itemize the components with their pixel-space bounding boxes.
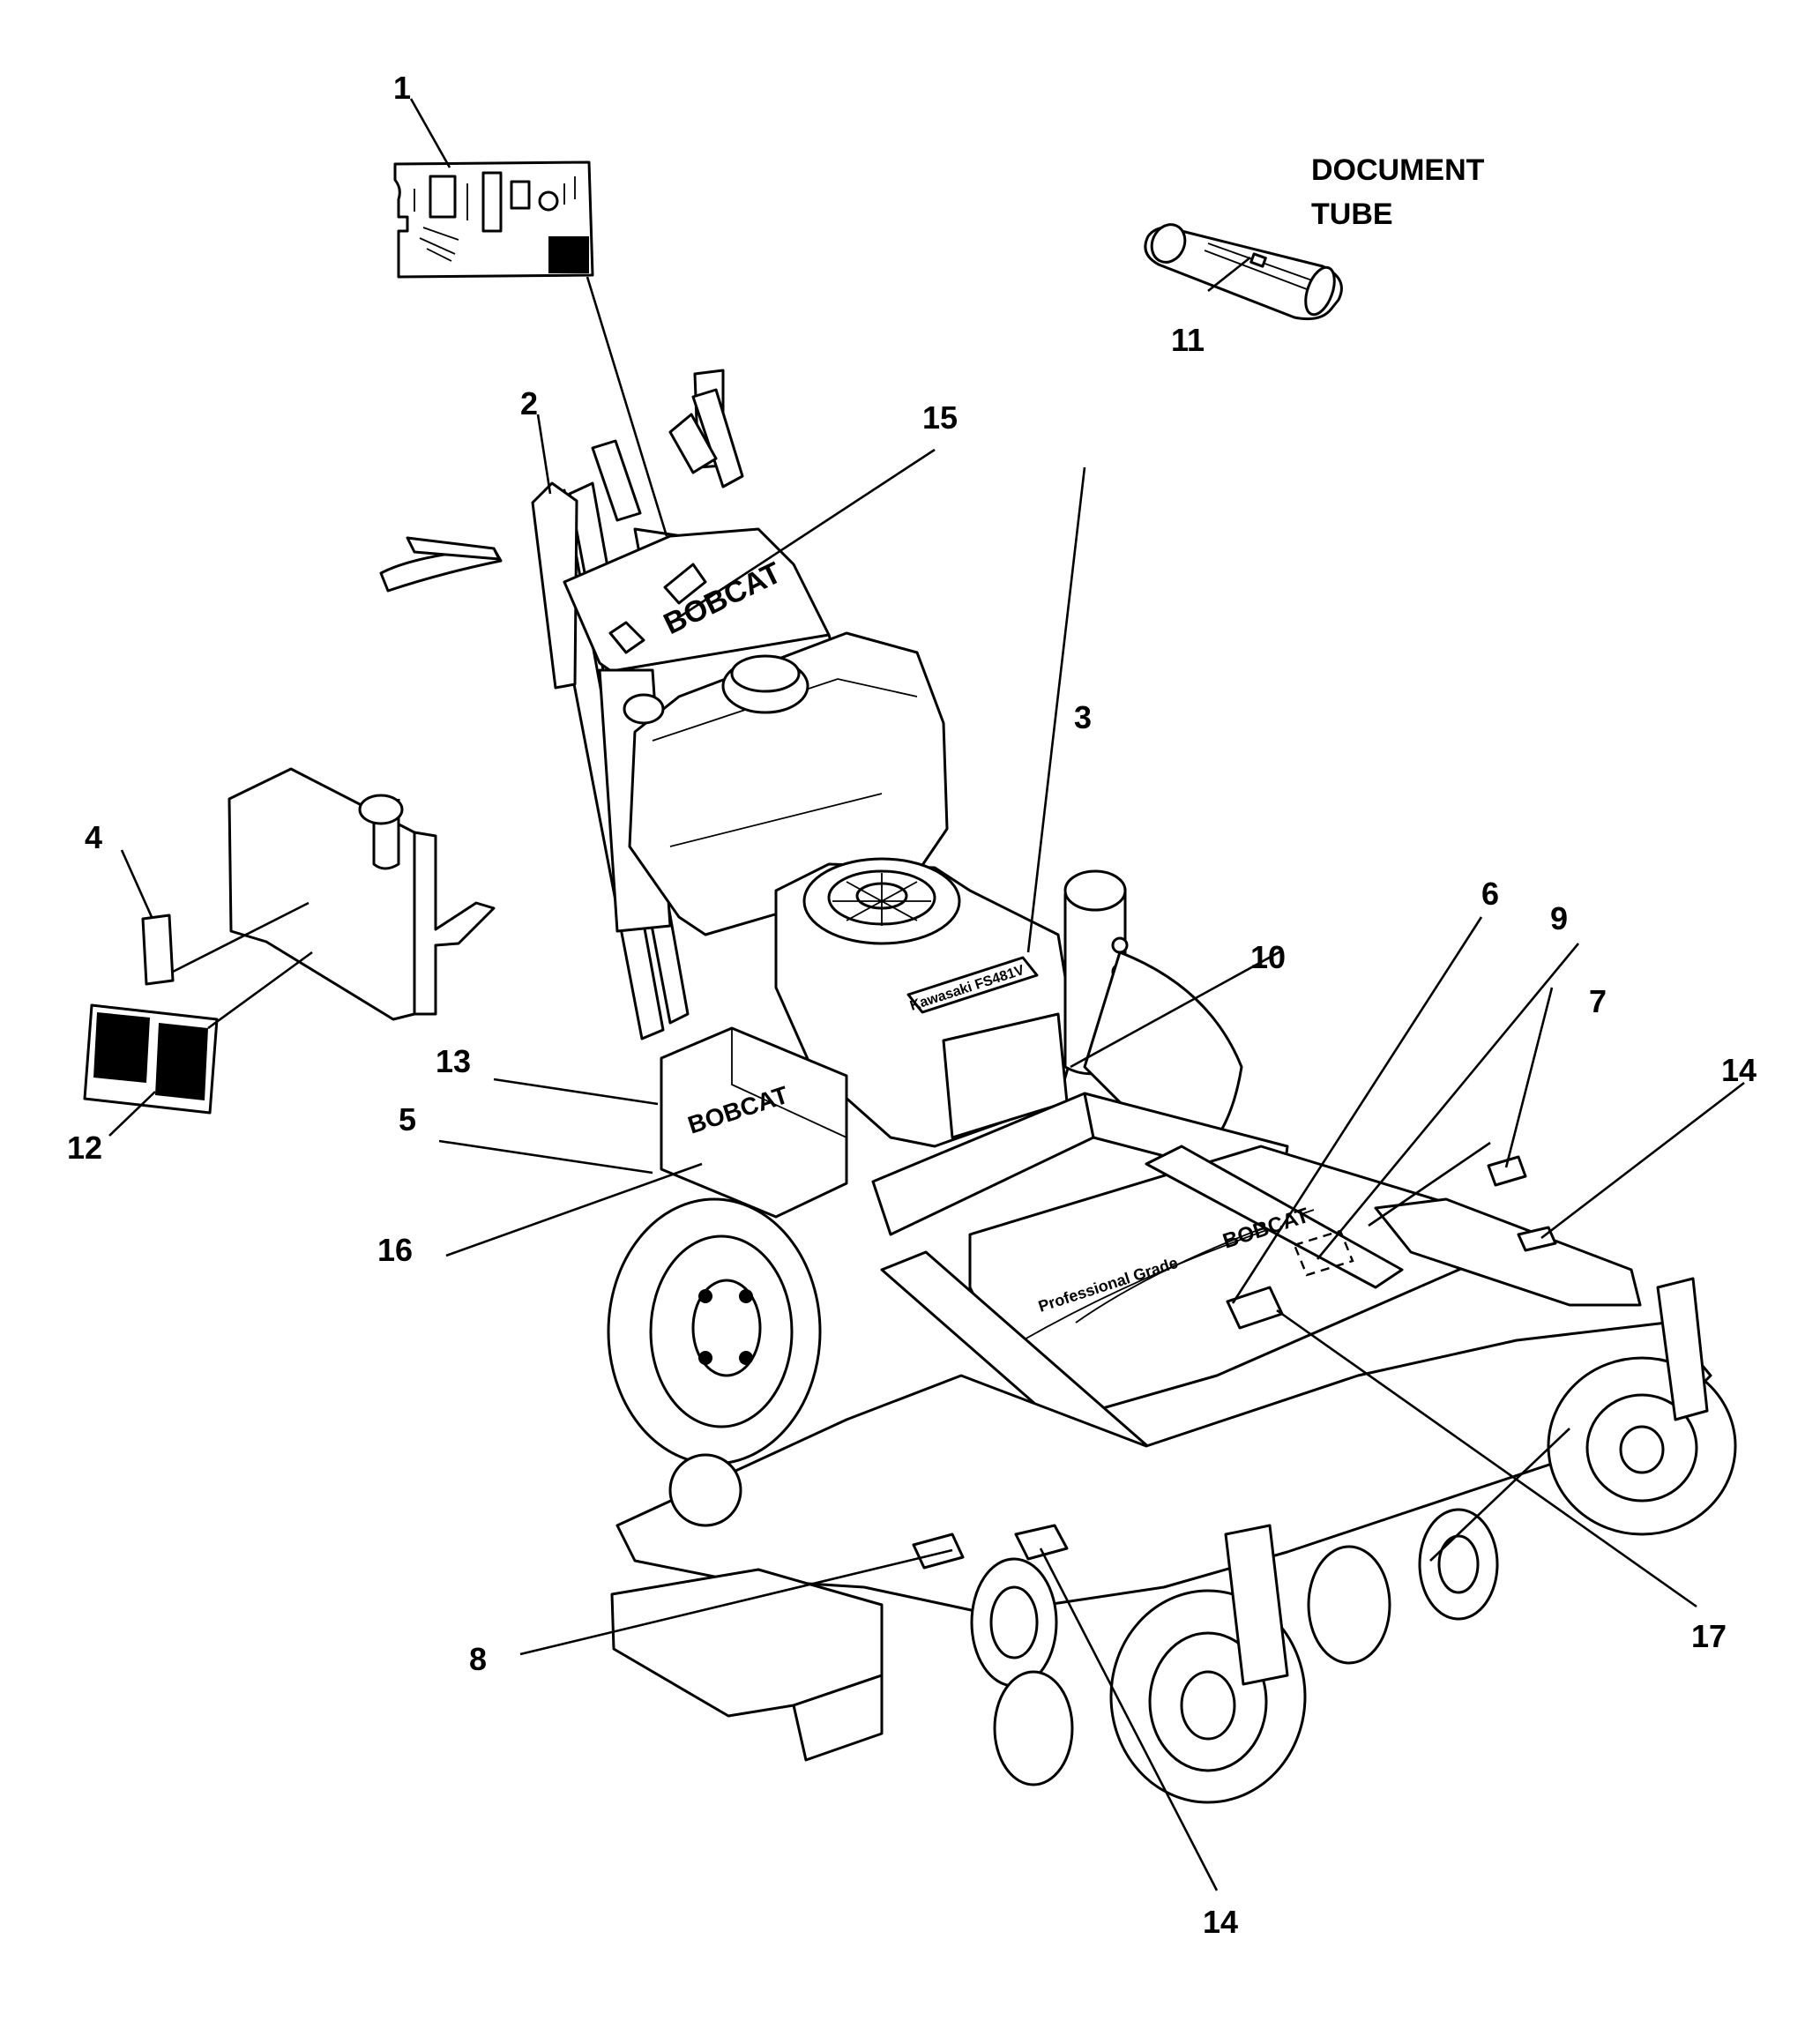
fuel-tank-sketch bbox=[228, 767, 496, 1021]
callout-2: 2 bbox=[520, 385, 538, 421]
callout-5: 5 bbox=[399, 1101, 416, 1137]
callout-1: 1 bbox=[393, 70, 411, 106]
callout-11: 11 bbox=[1171, 322, 1205, 358]
callout-labels: 1 2 3 4 5 6 7 8 9 10 11 12 13 14 14 15 1… bbox=[67, 70, 1757, 1940]
document-tube-label-line1: DOCUMENT bbox=[1311, 153, 1485, 187]
callout-14-upper: 14 bbox=[1721, 1052, 1757, 1088]
callout-3: 3 bbox=[1074, 699, 1092, 735]
callout-16: 16 bbox=[377, 1232, 413, 1268]
callout-4: 4 bbox=[85, 819, 102, 855]
callout-7: 7 bbox=[1589, 983, 1607, 1019]
control-panel-decal bbox=[393, 160, 594, 279]
callout-8: 8 bbox=[469, 1641, 487, 1677]
decal-4-shape bbox=[141, 914, 175, 986]
leader-lines bbox=[108, 98, 1745, 1891]
callout-10: 10 bbox=[1250, 939, 1286, 975]
callout-9: 9 bbox=[1550, 900, 1568, 936]
callout-12: 12 bbox=[67, 1130, 102, 1166]
callout-15: 15 bbox=[922, 399, 958, 436]
callout-13: 13 bbox=[436, 1043, 471, 1079]
callout-17: 17 bbox=[1691, 1618, 1727, 1654]
mower-illustration bbox=[379, 369, 1737, 1804]
callout-14-lower: 14 bbox=[1203, 1904, 1238, 1940]
decal-12-warning-label bbox=[83, 1003, 219, 1115]
document-tube-label-line2: TUBE bbox=[1311, 198, 1393, 231]
callout-6: 6 bbox=[1481, 876, 1499, 912]
document-tube-illustration bbox=[1144, 223, 1343, 321]
